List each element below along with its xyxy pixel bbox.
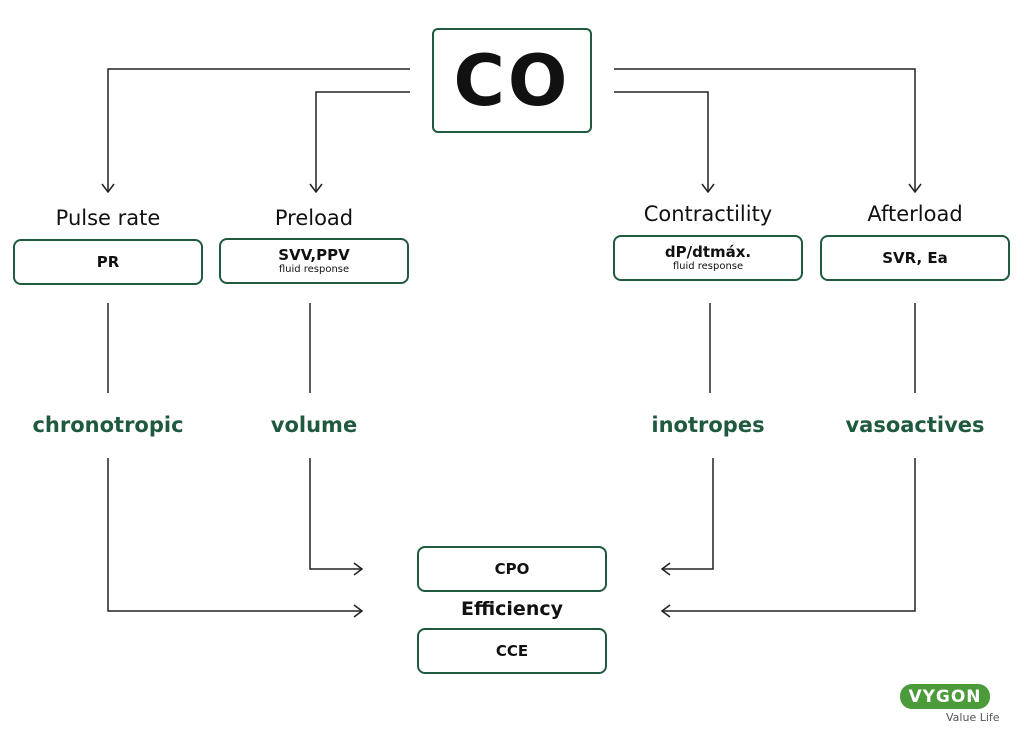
co-label: CO — [453, 39, 571, 122]
heading-contractility: Contractility — [643, 202, 773, 226]
co-box: CO — [432, 28, 592, 133]
preload-box: SVV,PPV fluid response — [219, 238, 409, 284]
afterload-box: SVR, Ea — [820, 235, 1010, 281]
contractility-measure: dP/dtmáx. — [664, 243, 752, 261]
pulse-rate-measure: PR — [96, 253, 120, 271]
preload-note: fluid response — [278, 264, 350, 275]
heading-pulse-rate: Pulse rate — [55, 206, 161, 230]
pulse-rate-box: PR — [13, 239, 203, 285]
cpo-label: CPO — [494, 560, 530, 578]
treatment-chronotropic: chronotropic — [32, 413, 184, 437]
treatment-volume: volume — [270, 413, 358, 437]
vygon-logo: VYGON — [900, 684, 990, 709]
brand-tagline: Value Life — [946, 711, 1000, 724]
afterload-measure: SVR, Ea — [882, 249, 948, 267]
preload-measure: SVV,PPV — [278, 246, 350, 264]
contractility-box: dP/dtmáx. fluid response — [613, 235, 803, 281]
contractility-note: fluid response — [672, 261, 744, 272]
cce-box: CCE — [417, 628, 607, 674]
heading-afterload: Afterload — [867, 202, 963, 226]
efficiency-label: Efficiency — [460, 598, 563, 620]
treatment-inotropes: inotropes — [651, 413, 765, 437]
cpo-box: CPO — [417, 546, 607, 592]
cce-label: CCE — [495, 642, 529, 660]
treatment-vasoactives: vasoactives — [845, 413, 985, 437]
heading-preload: Preload — [274, 206, 354, 230]
